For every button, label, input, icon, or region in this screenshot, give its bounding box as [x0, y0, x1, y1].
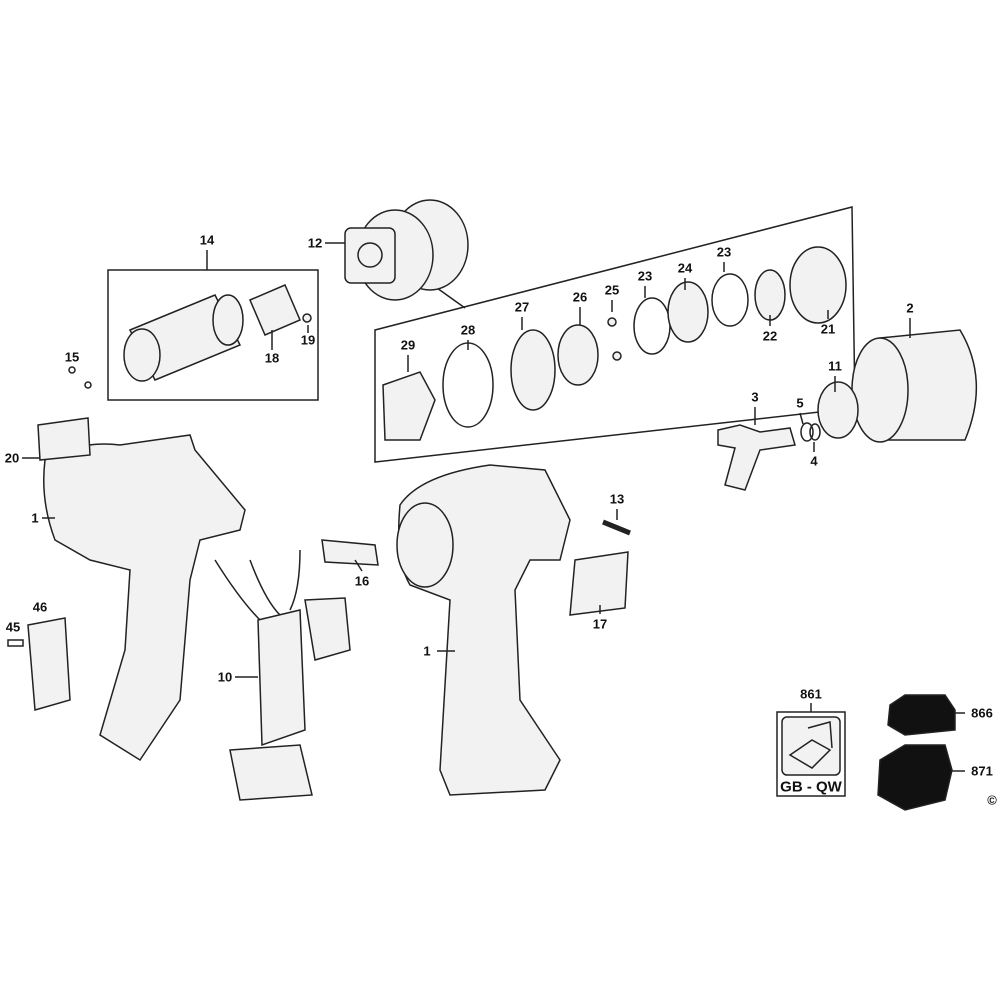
callout-23: 23 [637, 268, 653, 284]
battery-871 [877, 744, 953, 811]
callout-22: 22 [762, 328, 778, 344]
housing-half-left [37, 417, 246, 762]
callout-1: 1 [423, 643, 431, 659]
callout-20: 20 [4, 450, 20, 466]
callout-14: 14 [199, 232, 215, 248]
callout-19: 19 [300, 332, 316, 348]
callout-18: 18 [264, 350, 280, 366]
battery-866 [887, 694, 956, 736]
callout-1: 1 [31, 510, 39, 526]
callout-23: 23 [716, 244, 732, 260]
anvil-part [717, 424, 796, 491]
callout-24: 24 [677, 260, 693, 276]
callout-21: 21 [820, 321, 836, 337]
callout-46: 46 [32, 599, 48, 615]
callout-25: 25 [604, 282, 620, 298]
callout-10: 10 [217, 669, 233, 685]
copyright-mark: © [987, 792, 997, 808]
callout-27: 27 [514, 299, 530, 315]
callout-11: 11 [828, 358, 842, 374]
switch-part [229, 539, 379, 801]
callout-871: 871 [971, 763, 993, 779]
belt-clip-part [27, 617, 71, 711]
callout-16: 16 [354, 573, 370, 589]
gear-housing-part [344, 199, 469, 301]
callout-3: 3 [751, 389, 759, 405]
callout-45: 45 [5, 619, 21, 635]
callout-26: 26 [572, 289, 588, 305]
callout-17: 17 [592, 616, 608, 632]
callout-2: 2 [906, 300, 914, 316]
motor-panel [107, 269, 319, 401]
callout-861: 861 [800, 686, 822, 702]
washer-part [817, 381, 859, 439]
gear-parts [382, 246, 847, 441]
label-plate-part [569, 551, 629, 616]
motor-part [123, 284, 312, 382]
callout-12: 12 [307, 235, 323, 251]
callout-28: 28 [460, 322, 476, 338]
callout-29: 29 [400, 337, 416, 353]
callout-5: 5 [796, 395, 804, 411]
screw-part [602, 519, 631, 536]
kit-box-label: GB - QW [780, 778, 842, 796]
callout-866: 866 [971, 705, 993, 721]
callout-15: 15 [64, 349, 80, 365]
front-housing-part [851, 329, 978, 443]
callout-13: 13 [609, 491, 625, 507]
assembled-tool-housing [396, 464, 571, 796]
callout-4: 4 [810, 453, 818, 469]
